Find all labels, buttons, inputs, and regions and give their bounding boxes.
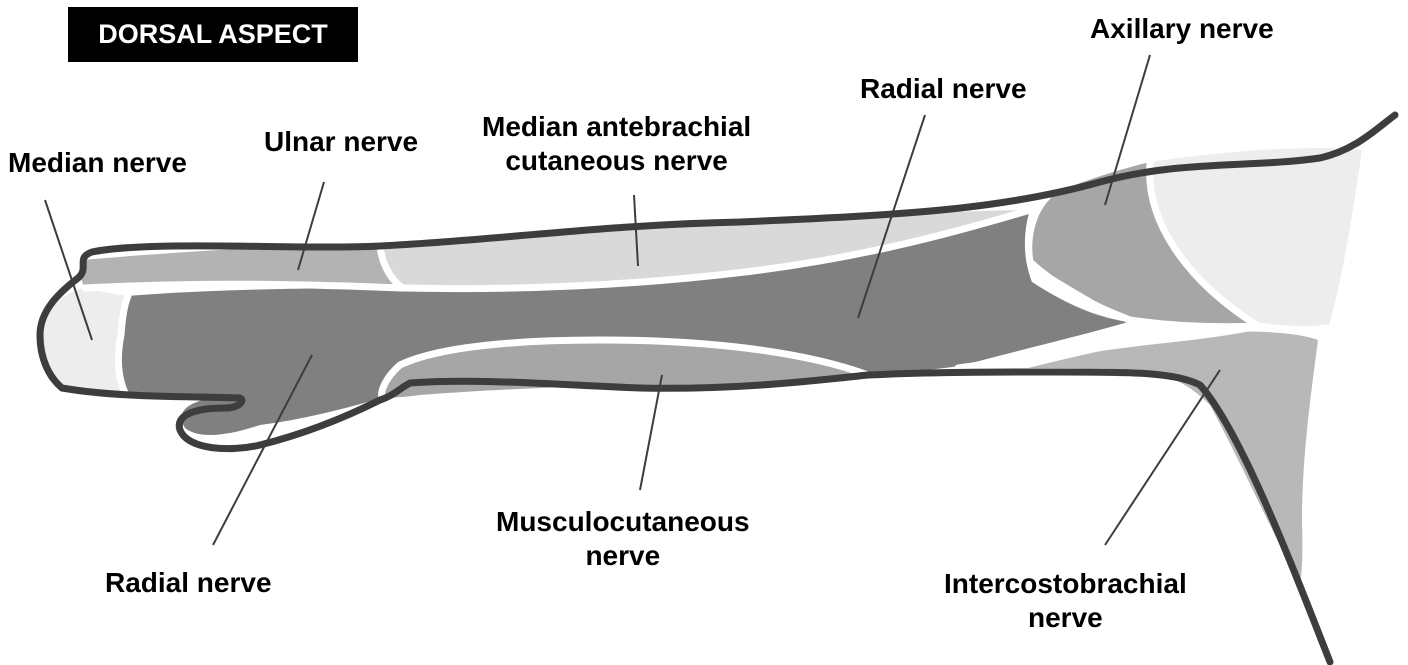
label-radial-nerve-upper: Radial nerve	[860, 72, 1027, 106]
label-intercostobrachial-line1: Intercostobrachial	[944, 567, 1187, 601]
leader-line-intercostobrachial	[1105, 370, 1220, 545]
label-median-antebrachial-line1: Median antebrachial	[482, 110, 751, 144]
label-radial-nerve-upper-text: Radial nerve	[860, 72, 1027, 106]
label-radial-nerve-lower-text: Radial nerve	[105, 566, 272, 600]
label-axillary-nerve: Axillary nerve	[1090, 12, 1274, 46]
label-intercostobrachial-line2: nerve	[944, 601, 1187, 635]
label-ulnar-nerve: Ulnar nerve	[264, 125, 418, 159]
label-intercostobrachial-nerve: Intercostobrachial nerve	[944, 567, 1187, 635]
label-median-antebrachial-cutaneous: Median antebrachial cutaneous nerve	[482, 110, 751, 178]
leader-line-musculocutaneous	[640, 375, 662, 490]
label-ulnar-nerve-text: Ulnar nerve	[264, 125, 418, 159]
title-box: DORSAL ASPECT	[68, 7, 358, 62]
label-median-nerve: Median nerve	[8, 146, 187, 180]
label-axillary-nerve-text: Axillary nerve	[1090, 12, 1274, 46]
label-musculocutaneous-nerve: Musculocutaneous nerve	[496, 505, 750, 573]
label-radial-nerve-lower: Radial nerve	[105, 566, 272, 600]
label-musculocutaneous-line2: nerve	[496, 539, 750, 573]
label-median-antebrachial-line2: cutaneous nerve	[482, 144, 751, 178]
label-musculocutaneous-line1: Musculocutaneous	[496, 505, 750, 539]
label-median-nerve-text: Median nerve	[8, 146, 187, 180]
